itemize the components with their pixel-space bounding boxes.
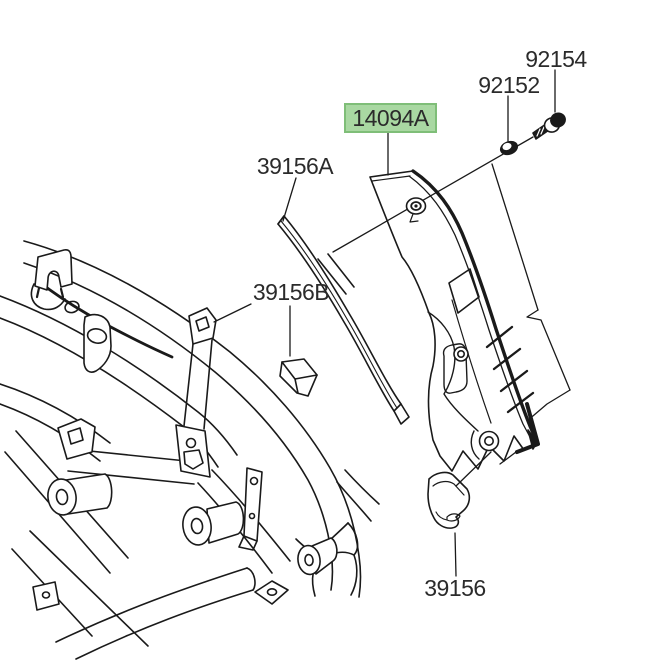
frame-line-art [0,240,380,660]
section-hatch-marks [485,325,535,414]
side-cover-drawing [369,169,540,472]
part-label-14094A-highlighted[interactable]: 14094A [344,103,437,133]
leader-lines [213,69,556,577]
part-label-39156[interactable]: 39156 [424,575,486,601]
damper-block-drawing [279,358,318,397]
part-label-92154[interactable]: 92154 [525,46,587,72]
part-label-39156A[interactable]: 39156A [256,153,334,179]
grommet-drawing [405,197,427,223]
washer-drawing [499,140,519,156]
fastener-axis-line [332,136,534,253]
bolt-drawing [532,112,566,140]
damper-pad-drawing [427,471,471,529]
part-label-92152[interactable]: 92152 [478,72,540,98]
part-label-39156B[interactable]: 39156B [252,279,330,305]
trim-strip-drawing [277,215,410,425]
